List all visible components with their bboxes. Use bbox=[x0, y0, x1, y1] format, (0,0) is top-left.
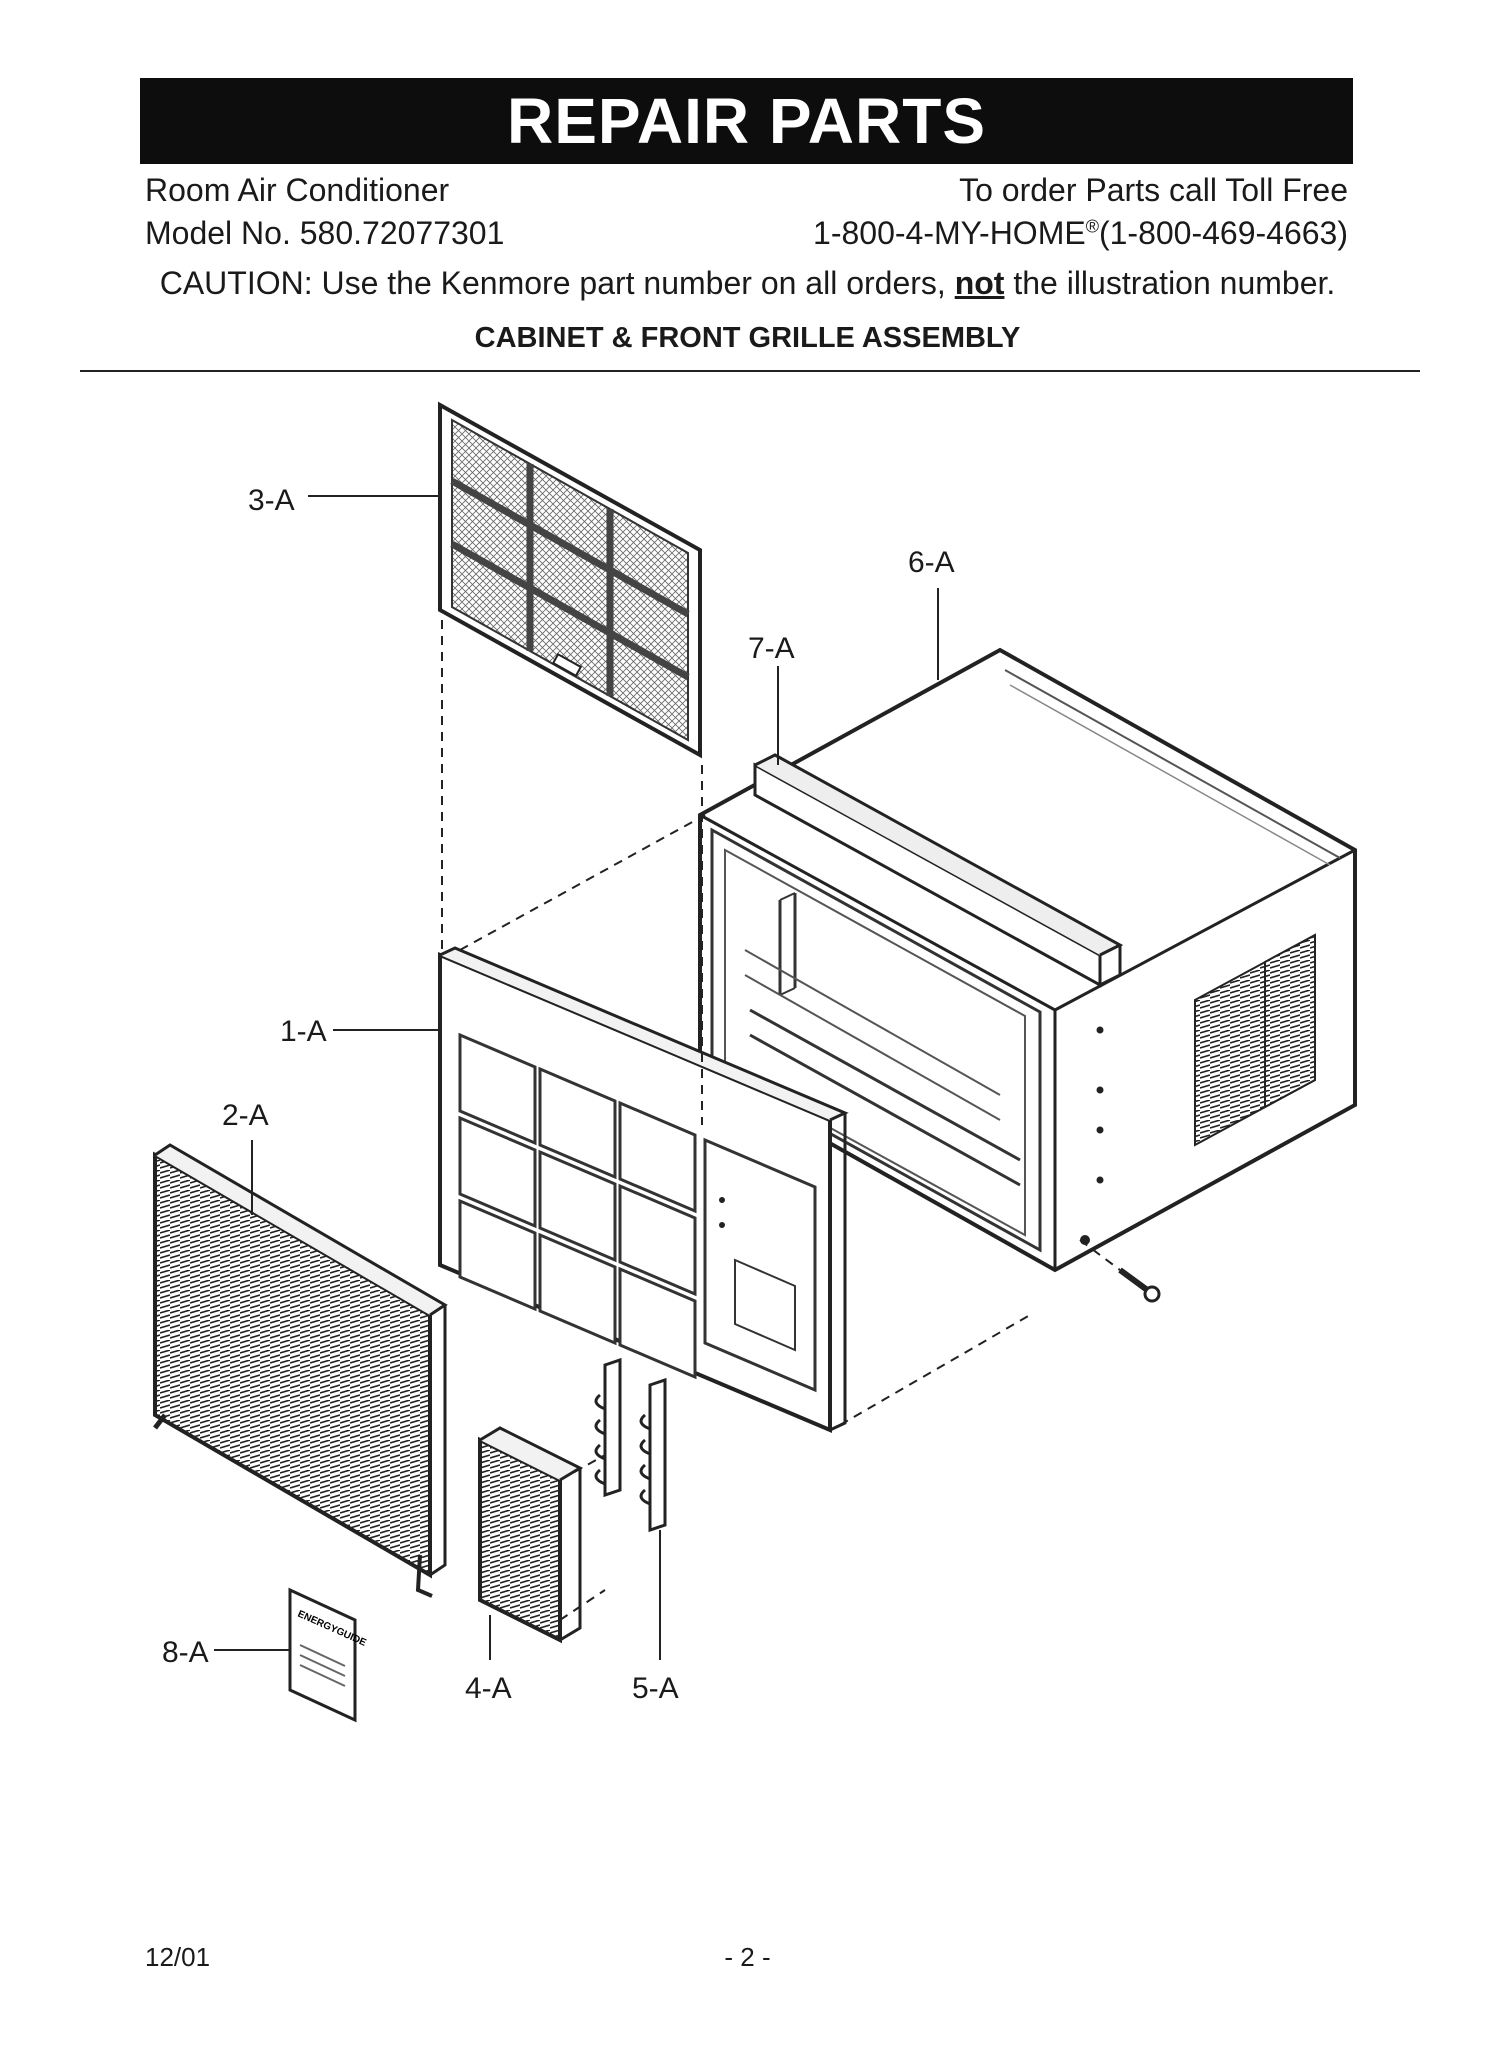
caution-text-before: CAUTION: Use the Kenmore part number on … bbox=[159, 265, 955, 301]
registered-mark: ® bbox=[1085, 216, 1099, 237]
screw-part bbox=[1118, 1267, 1161, 1303]
section-title: CABINET & FRONT GRILLE ASSEMBLY bbox=[474, 322, 1021, 354]
callout-5a: 5-A bbox=[632, 1672, 679, 1705]
header-divider bbox=[80, 370, 1420, 372]
page-number: - 2 - bbox=[724, 1942, 771, 1972]
model-number: Model No. 580.72077301 bbox=[145, 215, 505, 251]
assembly-guide-lines bbox=[441, 620, 1121, 1621]
product-name: Room Air Conditioner bbox=[145, 172, 450, 208]
callout-4a: 4-A bbox=[465, 1672, 512, 1705]
air-louver-part bbox=[478, 1426, 584, 1644]
caution-text-after: the illustration number. bbox=[1004, 265, 1336, 301]
callout-6a: 6-A bbox=[908, 546, 955, 579]
callout-7a: 7-A bbox=[748, 632, 795, 665]
callout-8a: 8-A bbox=[162, 1636, 209, 1669]
page-title: REPAIR PARTS bbox=[507, 85, 986, 157]
energyguide-label-part: ENERGYGUIDE bbox=[288, 1587, 368, 1723]
footer-date: 12/01 bbox=[145, 1942, 211, 1972]
front-panel-part bbox=[438, 946, 849, 1434]
cabinet-part bbox=[698, 647, 1357, 1273]
exploded-parts-diagram: ENERGYGUIDE 3-A 6-A 7-A 1-A 2-A 8-A 4-A … bbox=[153, 401, 1357, 1723]
order-phone: 1-800-4-MY-HOME®(1-800-469-4663) bbox=[813, 213, 1348, 253]
phone-prefix: 1-800-4-MY-HOME bbox=[813, 215, 1086, 251]
top-rail-part bbox=[753, 753, 1124, 988]
caution-emphasis: not bbox=[954, 265, 1005, 301]
callout-leader-lines bbox=[214, 495, 939, 1660]
air-filter-part bbox=[438, 401, 702, 759]
front-grille-part bbox=[153, 1143, 448, 1598]
order-label: To order Parts call Toll Free bbox=[959, 172, 1348, 208]
title-banner: REPAIR PARTS bbox=[140, 78, 1353, 164]
phone-suffix: (1-800-469-4663) bbox=[1098, 215, 1348, 251]
callout-1a: 1-A bbox=[280, 1015, 327, 1048]
callout-3a: 3-A bbox=[248, 484, 295, 517]
caution-note: CAUTION: Use the Kenmore part number on … bbox=[0, 263, 1495, 303]
callout-2a: 2-A bbox=[222, 1099, 269, 1132]
side-bracket-part bbox=[594, 1357, 667, 1533]
